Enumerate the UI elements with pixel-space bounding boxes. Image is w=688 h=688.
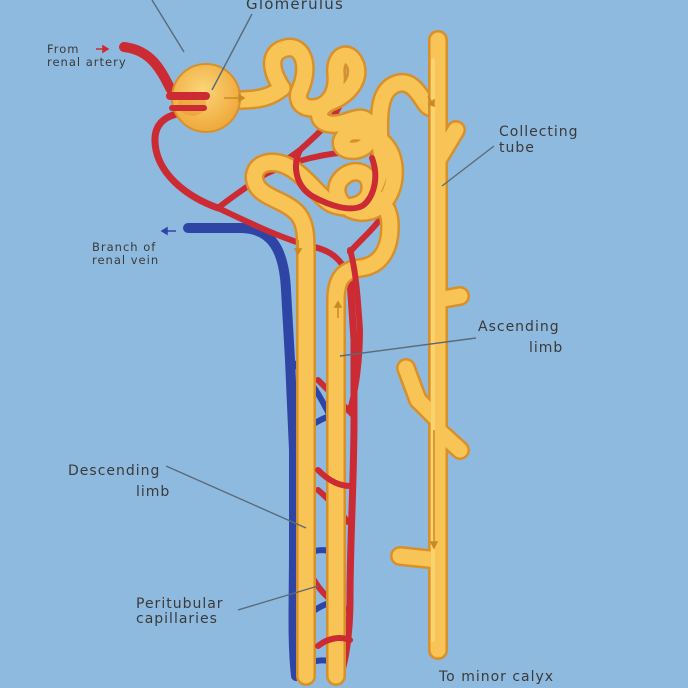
renal-vein-label-line1: Branch of [92,240,157,254]
ascending-limb-label-line1: Ascending [478,319,560,335]
peritubular-descending-red [336,276,358,680]
peritubular-label-line1: Peritubular [136,596,224,612]
leader-glomerulus [211,13,253,91]
descending-limb-label-line1: Descending [68,463,161,479]
artery-network-front [166,92,379,649]
leader-top-left [151,0,185,53]
ascending-limb-label-line2: limb [529,340,564,356]
leader-lines [151,0,495,611]
leader-collecting [441,145,495,187]
collecting-tube-label-line2: tube [499,140,535,156]
renal-artery-label-line1: From [47,42,80,56]
descending-limb-label-line2: limb [136,484,171,500]
capillary-front-loop [293,147,379,212]
collecting-tube-label-line1: Collecting [499,124,579,140]
efferent-arteriole [151,108,222,212]
leader-descending [165,465,307,529]
collecting-tube [390,30,470,660]
minor-calyx-label: To minor calyx [439,669,555,685]
renal-artery-label-line2: renal artery [47,55,127,69]
flow-arrows [96,44,439,550]
peritubular-label-line2: capillaries [136,611,218,627]
leader-peritubular [237,585,319,611]
renal-vein-branch [183,223,301,681]
nephron-tubule [228,30,448,686]
glomerulus-label: Glomerulus [246,0,344,13]
leader-ascending [339,337,477,357]
renal-vein-label-line2: renal vein [92,253,160,267]
